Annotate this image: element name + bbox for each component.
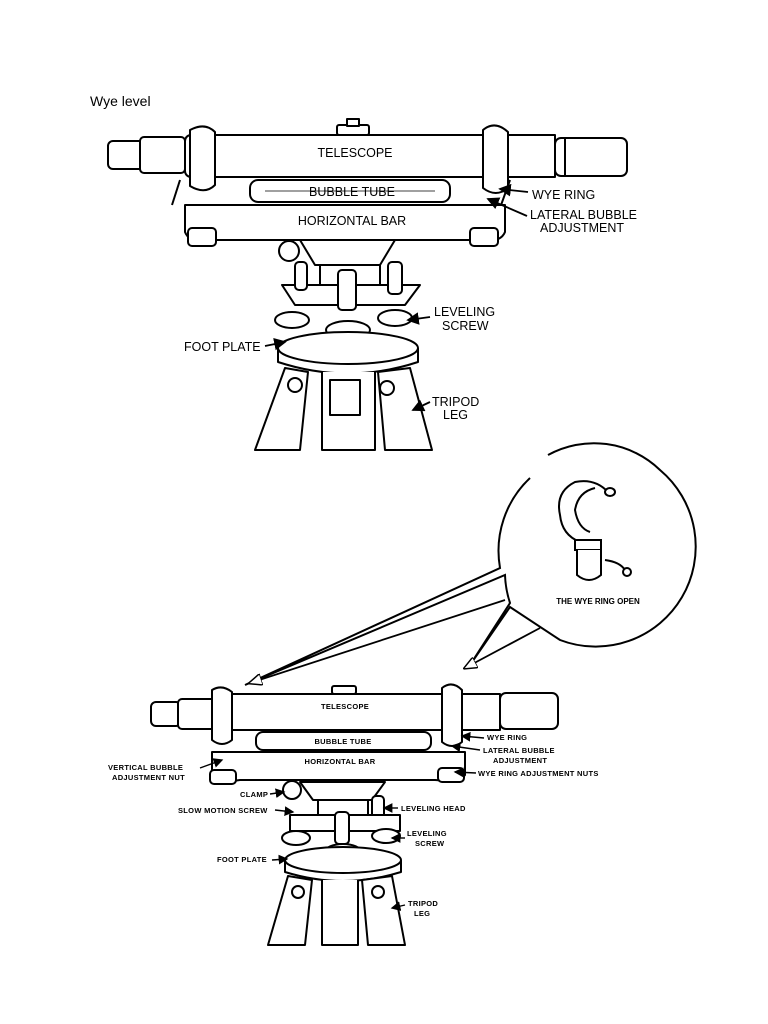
bubble-tube-label: BUBBLE TUBE	[309, 185, 395, 199]
wye-ring-adjustment-nuts-label: WYE RING ADJUSTMENT NUTS	[478, 769, 599, 778]
vertical-bubble-adjustment-nut-label: VERTICAL BUBBLE	[108, 763, 183, 772]
figure-1-wye-level	[107, 118, 628, 451]
tripod-leg-label-2: LEG	[443, 408, 468, 422]
foot-plate-icon	[284, 846, 402, 882]
eyepiece-icon	[150, 698, 217, 730]
tripod-leg-label: TRIPOD	[432, 395, 479, 409]
lateral-bubble-adjustment-label-2: ADJUSTMENT	[493, 756, 547, 765]
wye-ring-label: WYE RING	[532, 188, 595, 202]
leveling-head-icon	[282, 780, 401, 845]
telescope-label: TELESCOPE	[321, 702, 369, 711]
bubble-tube-icon	[255, 731, 432, 751]
horizontal-bar-label: HORIZONTAL BAR	[298, 214, 406, 228]
leveling-screw-label-2: SCREW	[442, 319, 489, 333]
lateral-bubble-adjustment-label-2: ADJUSTMENT	[540, 221, 624, 235]
bubble-tube-label: BUBBLE TUBE	[314, 737, 371, 746]
tripod-leg-icon	[267, 875, 406, 946]
tripod-leg-icon	[254, 367, 433, 451]
leveling-screw-label: LEVELING	[434, 305, 495, 319]
horizontal-bar-icon	[184, 204, 506, 247]
lateral-bubble-adjustment-label: LATERAL BUBBLE	[483, 746, 555, 755]
wye-ring-open-callout	[244, 442, 697, 686]
foot-plate-label: FOOT PLATE	[184, 340, 261, 354]
lateral-bubble-adjustment-label: LATERAL BUBBLE	[530, 208, 637, 222]
telescope-tube-icon	[215, 685, 559, 731]
wye-ring-icon	[171, 124, 511, 209]
page-title: Wye level	[90, 93, 151, 109]
leveling-screw-label: LEVELING	[407, 829, 447, 838]
slow-motion-screw-label: SLOW MOTION SCREW	[178, 806, 268, 815]
tripod-leg-label: TRIPOD	[408, 899, 438, 908]
wye-ring-label: WYE RING	[487, 733, 527, 742]
horizontal-bar-label: HORIZONTAL BAR	[304, 757, 375, 766]
foot-plate-icon	[277, 331, 419, 375]
bubble-tube-icon	[249, 179, 451, 203]
telescope-label: TELESCOPE	[317, 146, 392, 160]
foot-plate-label: FOOT PLATE	[217, 855, 267, 864]
wye-ring-icon	[211, 683, 463, 747]
leveling-head-icon	[278, 239, 421, 311]
telescope-tube-icon	[184, 118, 628, 178]
leveling-head-label: LEVELING HEAD	[401, 804, 466, 813]
figure-2-wye-level	[150, 683, 559, 946]
leveling-screw-label-2: SCREW	[415, 839, 445, 848]
clamp-label: CLAMP	[240, 790, 268, 799]
tripod-leg-label-2: LEG	[414, 909, 430, 918]
vertical-bubble-adjustment-nut-label-2: ADJUSTMENT NUT	[112, 773, 185, 782]
open-wye-ring-icon	[558, 480, 632, 581]
eyepiece-icon	[107, 136, 186, 174]
wye-ring-open-caption: THE WYE RING OPEN	[556, 597, 640, 606]
